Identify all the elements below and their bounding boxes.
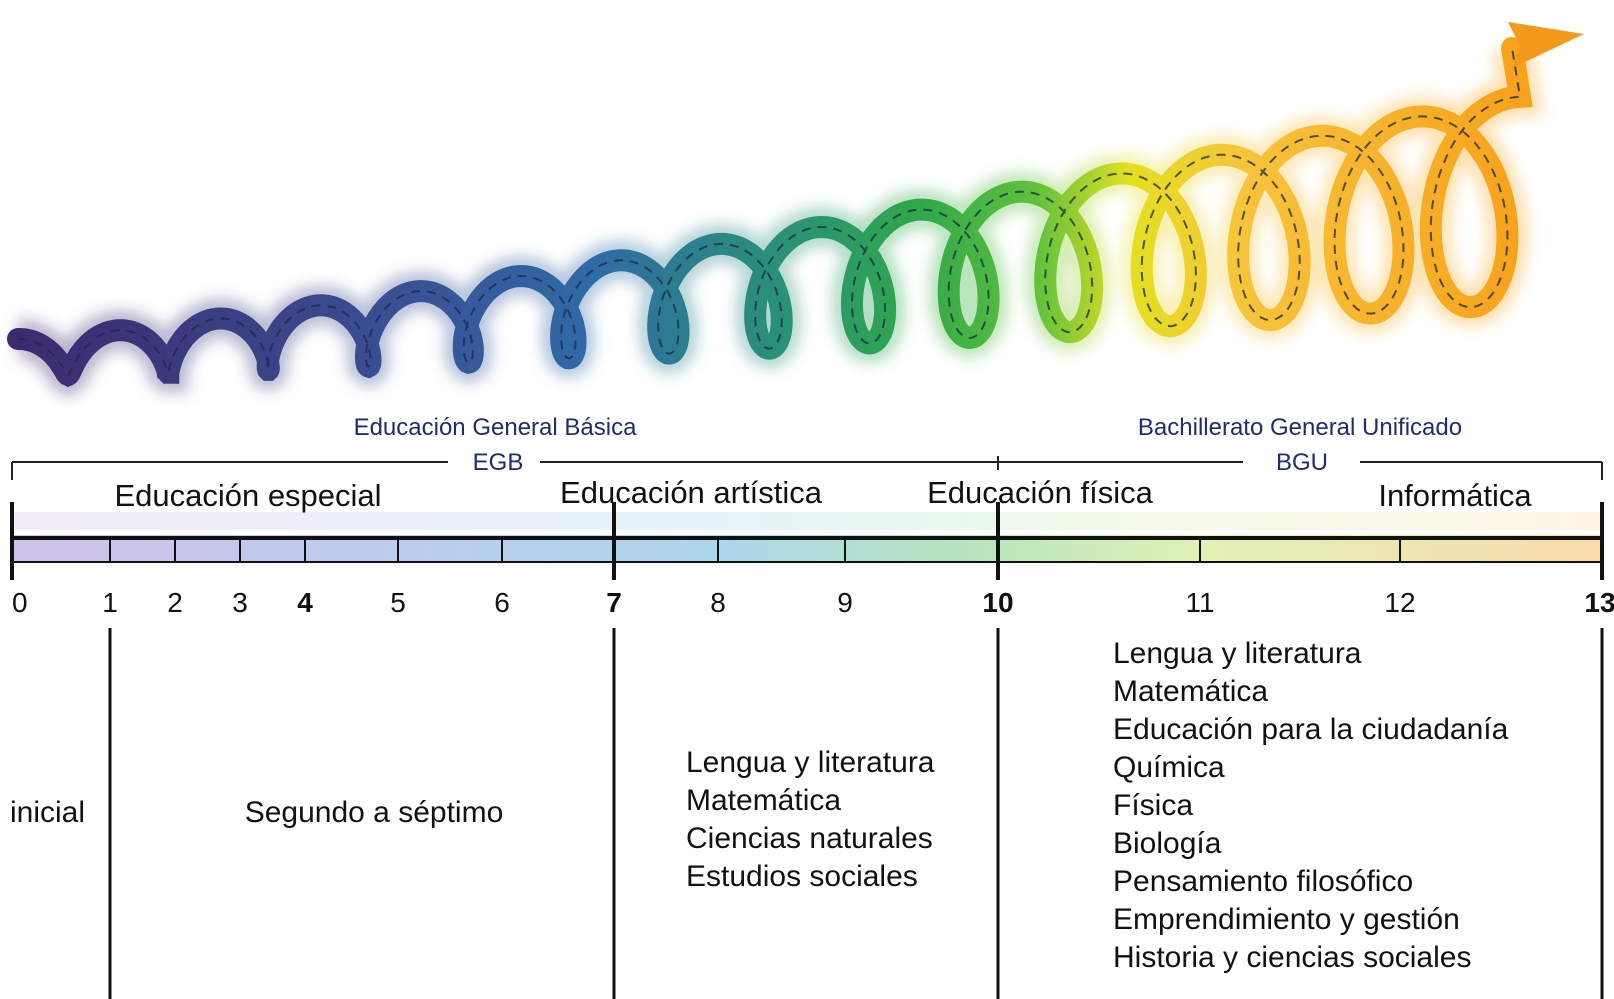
egb-abbr: EGB — [473, 449, 524, 476]
subject-item: Lengua y literatura — [686, 746, 935, 779]
subject-item: Lengua y literatura — [1113, 637, 1362, 670]
group-bracket — [11, 456, 1603, 480]
timeline-band-glow — [12, 512, 1602, 530]
subject-item: Emprendimiento y gestión — [1113, 903, 1460, 936]
tick-label: 0 — [12, 587, 28, 618]
tick-label: 5 — [390, 587, 406, 618]
cross-subject-informatics: Informática — [1378, 478, 1532, 513]
bgu-abbr: BGU — [1276, 449, 1328, 476]
tick-label: 7 — [606, 587, 622, 618]
tick-label: 11 — [1185, 587, 1214, 618]
subject-item: Física — [1113, 789, 1193, 822]
subject-item: Matemática — [686, 784, 841, 817]
subject-item: Educación para la ciudadanía — [1113, 713, 1509, 746]
spiral-dashed-line — [18, 47, 1522, 376]
tick-label: 6 — [494, 587, 510, 618]
section-segundo-septimo: Segundo a séptimo — [245, 796, 504, 829]
subject-item: Biología — [1113, 827, 1222, 860]
tick-label: 8 — [710, 587, 726, 618]
cross-subject-physical-ed: Educación física — [927, 475, 1153, 510]
subject-item: Matemática — [1113, 675, 1268, 708]
tick-label: 2 — [167, 587, 183, 618]
section-inicial: inicial — [10, 796, 85, 829]
subject-item: Química — [1113, 751, 1225, 784]
timeline-ticks — [10, 502, 1604, 580]
tick-label: 4 — [297, 587, 313, 618]
tick-label: 10 — [982, 587, 1013, 618]
section-dividers — [108, 628, 1604, 999]
tick-label: 12 — [1384, 587, 1415, 618]
spiral-arrowhead — [1508, 22, 1584, 68]
subject-item: Historia y ciencias sociales — [1113, 941, 1471, 974]
subjects-10-13: Lengua y literatura Matemática Educación… — [1113, 637, 1509, 974]
subject-item: Ciencias naturales — [686, 822, 933, 855]
subject-item: Pensamiento filosófico — [1113, 865, 1413, 898]
tick-label: 9 — [837, 587, 853, 618]
tick-label: 3 — [232, 587, 248, 618]
tick-label: 1 — [102, 587, 118, 618]
bgu-title: Bachillerato General Unificado — [1138, 414, 1462, 441]
cross-subject-arts: Educación artística — [560, 475, 823, 510]
tick-label: 13 — [1584, 587, 1614, 618]
cross-subject-special-ed: Educación especial — [114, 478, 381, 513]
subject-item: Estudios sociales — [686, 860, 918, 893]
subjects-7-10: Lengua y literatura Matemática Ciencias … — [686, 746, 935, 893]
egb-title: Educación General Básica — [354, 414, 637, 441]
